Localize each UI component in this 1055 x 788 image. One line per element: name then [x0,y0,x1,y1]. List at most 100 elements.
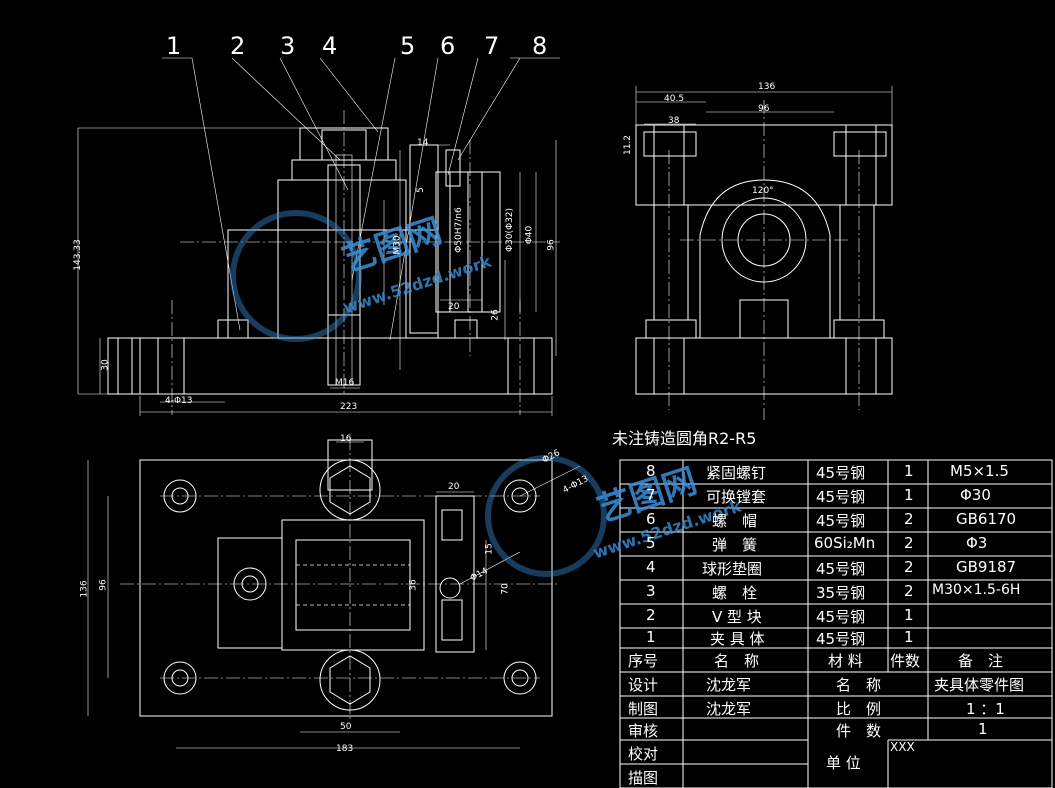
bom-header-name: 名 称 [714,652,760,670]
bom-name: 紧固螺钉 [706,464,767,482]
bom-header-material: 材 料 [828,652,863,670]
bom-row: 3 螺 栓 35号钢 2 M30×1.5-6H [620,582,1052,604]
dim-top-16: 16 [340,434,352,444]
bom-name: V 型 块 [712,608,762,626]
bom-name: 球形垫圈 [702,560,763,578]
bom-remark: M5×1.5 [950,462,1009,480]
part-label-3: 3 [280,32,296,60]
dim-front-base: 30 [100,359,111,371]
bom-row: 8 紧固螺钉 45号钢 1 M5×1.5 [620,462,1052,484]
tb-design-name: 沈龙军 [706,676,752,694]
dim-top-183: 183 [336,744,354,754]
dim-front-phi30: Φ30(Φ32) [505,207,516,253]
tb-design-label: 设计 [628,676,659,694]
bom-no: 4 [646,558,656,576]
tb-trace-label: 描图 [628,769,659,787]
tb-name-value: 夹具体零件图 [934,676,1025,694]
bom-no: 5 [646,534,656,552]
tb-scale-value: 1 ：1 [966,700,1005,718]
bom-qty: 1 [904,462,914,480]
bom-header-qty: 件数 [890,652,921,670]
bom-remark: GB6170 [956,510,1017,528]
bom-no: 6 [646,510,656,528]
bom-name: 夹 具 体 [710,630,765,648]
bom-material: 35号钢 [816,584,866,602]
dim-front-14: 14 [417,138,429,148]
dim-side-40-5: 40.5 [664,94,685,104]
tb-unit-label: 单 位 [826,754,861,772]
bom-remark: M30×1.5-6H [932,582,1021,598]
part-label-8: 8 [532,32,548,60]
dim-side-11-2: 11.2 [623,134,634,156]
tb-name-label: 名 称 [836,676,882,694]
bom-qty: 1 [904,606,914,624]
tb-count-value: 1 [978,720,988,738]
bom-row: 6 螺 帽 45号钢 2 GB6170 [620,510,1052,532]
casting-note: 未注铸造圆角R2-R5 [612,429,757,448]
bom-material: 45号钢 [816,464,866,482]
part-label-4: 4 [322,32,338,60]
bom-qty: 1 [904,628,914,646]
bom-material: 45号钢 [816,608,866,626]
tb-draw-label: 制图 [628,700,659,718]
dim-front-width: 223 [340,402,358,412]
dim-side-width: 136 [758,82,776,92]
dim-front-height: 143.33 [72,239,83,271]
tb-count-label: 件 数 [836,722,882,740]
bom-qty: 1 [904,486,914,504]
dim-side-angle: 120° [752,186,774,196]
bom-remark: Φ30 [960,486,991,504]
part-label-6: 6 [440,32,456,60]
watermark-logo-icon-2 [485,455,607,577]
dim-top-96: 96 [98,579,109,591]
dim-front-holes: 4-Φ13 [165,396,193,406]
part-label-7: 7 [484,32,500,60]
tb-draw-name: 沈龙军 [706,700,752,718]
tb-unit-value: XXX [890,740,915,754]
bom-row: 2 V 型 块 45号钢 1 [620,606,1052,628]
top-view [87,436,581,749]
tb-check-label: 校对 [628,745,659,763]
bom-qty: 2 [904,510,914,528]
tb-review-label: 审核 [628,722,659,740]
bom-no: 1 [646,628,656,646]
dim-front-26: 26 [490,309,501,321]
bom-no: 2 [646,606,656,624]
bom-material: 45号钢 [816,512,866,530]
bom-header-no: 序号 [628,652,659,670]
bom-material: 45号钢 [816,488,866,506]
bom-row: 4 球形垫圈 45号钢 2 GB9187 [620,558,1052,580]
bom-name: 弹 簧 [712,536,758,554]
bom-remark: GB9187 [956,558,1017,576]
bom-no: 7 [646,486,656,504]
bom-qty: 2 [904,582,914,600]
dim-top-36: 36 [408,579,419,591]
bom-material: 60Si₂Mn [814,534,876,552]
dim-top-20: 20 [448,482,460,492]
dim-front-m16: M16 [335,378,355,388]
dim-side-38: 38 [668,116,680,126]
dim-front-5: 5 [415,187,426,193]
bom-no: 3 [646,582,656,600]
dim-top-70: 70 [500,583,511,595]
dim-top-50: 50 [340,722,352,732]
bom-remark: Φ3 [966,534,988,552]
tb-scale-label: 比 例 [836,700,882,718]
dim-front-20: 20 [448,302,460,312]
bom-row: 5 弹 簧 60Si₂Mn 2 Φ3 [620,534,1052,556]
bom-row: 7 可换镗套 45号钢 1 Φ30 [620,486,1052,508]
dim-front-96: 96 [546,239,557,251]
bom-name: 螺 栓 [712,584,758,602]
bom-qty: 2 [904,534,914,552]
bom-name: 可换镗套 [706,488,767,506]
dim-side-96: 96 [758,104,770,114]
bom-qty: 2 [904,558,914,576]
part-label-2: 2 [230,32,246,60]
dim-front-m30: M30 [392,235,403,255]
bom-no: 8 [646,462,656,480]
bom-material: 45号钢 [816,560,866,578]
dim-front-phi50: Φ50H7/n6 [453,207,464,253]
part-label-1: 1 [166,32,182,60]
bom-header-row: 序号 名 称 材 料 件数 备 注 [620,650,1052,672]
